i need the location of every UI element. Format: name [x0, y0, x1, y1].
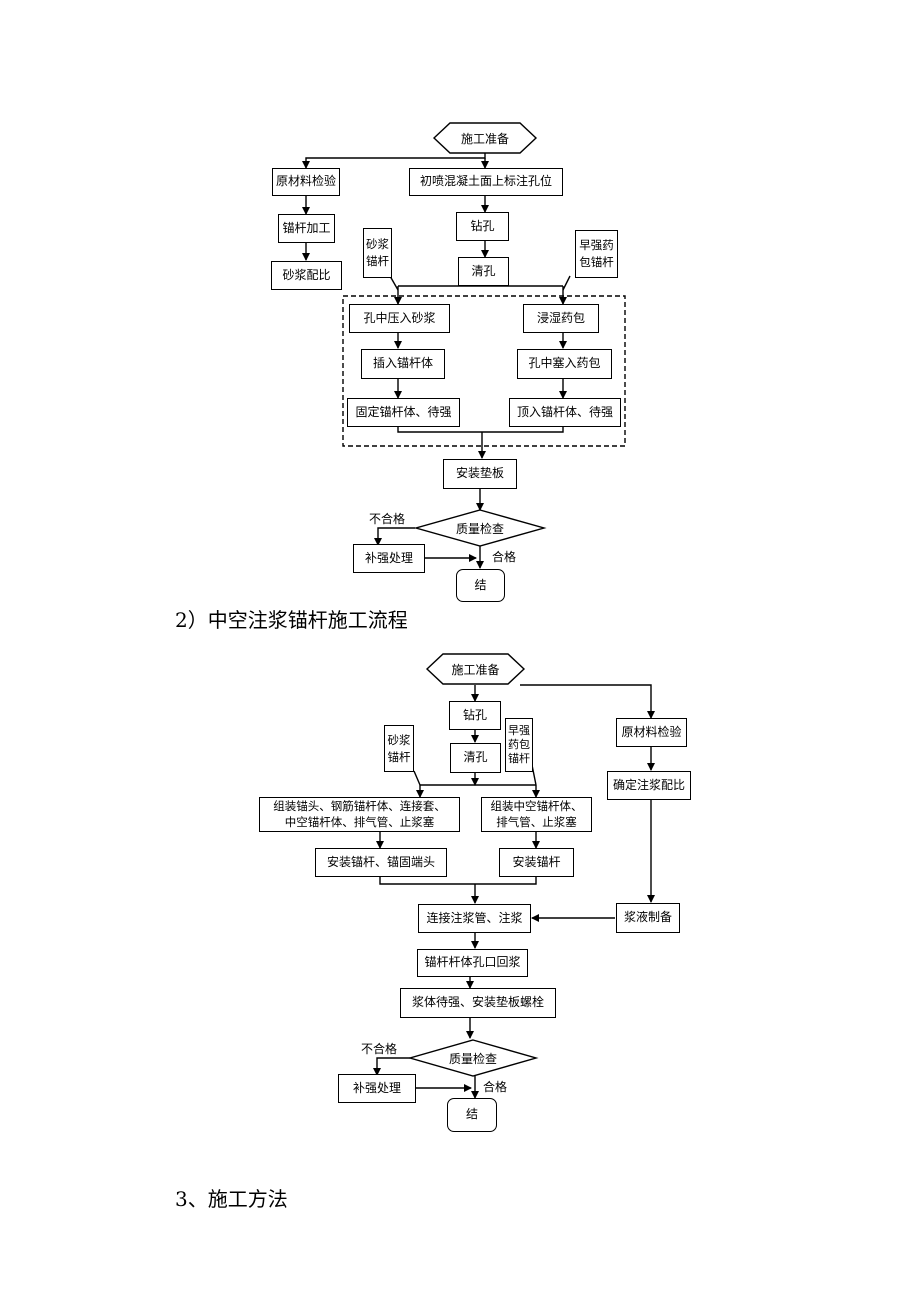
- flow1-drilling: 钻孔: [456, 212, 509, 241]
- flow1-install-plate: 安装垫板: [443, 459, 517, 489]
- flow1-bolt-processing: 锚杆加工: [278, 214, 335, 243]
- flow1-raw-material-check: 原材料检验: [272, 168, 340, 196]
- flow2-end: 结: [447, 1098, 497, 1132]
- flow1-mark-holes: 初喷混凝土面上标注孔位: [409, 168, 563, 196]
- flow1-clean-hole: 清孔: [458, 257, 509, 286]
- flow2-reinforce: 补强处理: [338, 1074, 416, 1103]
- flow2-capsule-bolt: 早强 药包 锚杆: [505, 718, 533, 772]
- flow1-reinforce: 补强处理: [353, 544, 425, 573]
- flow1-press-mortar: 孔中压入砂浆: [349, 304, 450, 333]
- flow1-end: 结: [456, 569, 505, 602]
- flow2-drilling: 钻孔: [449, 701, 501, 730]
- flow2-install-anchor-head: 安装锚杆、锚固端头: [315, 848, 447, 877]
- flow1-mortar-ratio: 砂浆配比: [271, 261, 342, 290]
- flow1-insert-bolt: 插入锚杆体: [361, 349, 445, 379]
- flow1-fail-label: 不合格: [369, 512, 406, 526]
- flow2-connect-grout: 连接注浆管、注浆: [418, 904, 531, 933]
- flow1-mortar-bolt: 砂浆 锚杆: [363, 228, 392, 278]
- flow1-quality-check-label: 质量检查: [455, 521, 504, 536]
- flow2-grout-ratio: 确定注浆配比: [607, 771, 691, 800]
- decision-diamond-1: [413, 509, 547, 547]
- flow1-capsule-bolt: 早强药 包锚杆: [575, 230, 618, 278]
- flow2-fail-label: 不合格: [361, 1042, 398, 1056]
- flow1-push-bolt: 顶入锚杆体、待强: [509, 398, 621, 427]
- start-hexagon-2: [425, 653, 526, 685]
- flow2-prepare-grout: 浆液制备: [616, 903, 680, 933]
- flow1-pass-label: 合格: [492, 550, 517, 564]
- flow2-install-bolt: 安装锚杆: [499, 848, 574, 877]
- flow2-quality-check-label: 质量检查: [448, 1051, 497, 1066]
- decision-diamond-2: [407, 1039, 539, 1077]
- flow2-start-label: 施工准备: [451, 662, 500, 677]
- flow2-mortar-bolt: 砂浆 锚杆: [384, 725, 414, 772]
- flow2-clean-hole: 清孔: [450, 743, 501, 773]
- flow2-backflow: 锚杆杆体孔口回浆: [417, 949, 528, 977]
- flow1-fix-bolt: 固定锚杆体、待强: [347, 398, 460, 427]
- section-heading-construction-method: 3、施工方法: [175, 1187, 288, 1211]
- flow1-start-label: 施工准备: [460, 131, 509, 146]
- flow2-raw-material-check: 原材料检验: [616, 718, 687, 747]
- flow2-assemble-right: 组装中空锚杆体、 排气管、止浆塞: [481, 797, 592, 832]
- flow2-assemble-left: 组装锚头、钢筋锚杆体、连接套、 中空锚杆体、排气管、止浆塞: [259, 797, 460, 832]
- flow1-soak-capsule: 浸湿药包: [523, 304, 599, 333]
- flow2-cure-plate: 浆体待强、安装垫板螺栓: [400, 988, 556, 1018]
- flow1-fill-capsule: 孔中塞入药包: [517, 349, 612, 379]
- start-hexagon-1: [432, 122, 538, 154]
- section-heading-hollow-grout-bolt: 2）中空注浆锚杆施工流程: [175, 608, 408, 632]
- flow2-pass-label: 合格: [483, 1080, 508, 1094]
